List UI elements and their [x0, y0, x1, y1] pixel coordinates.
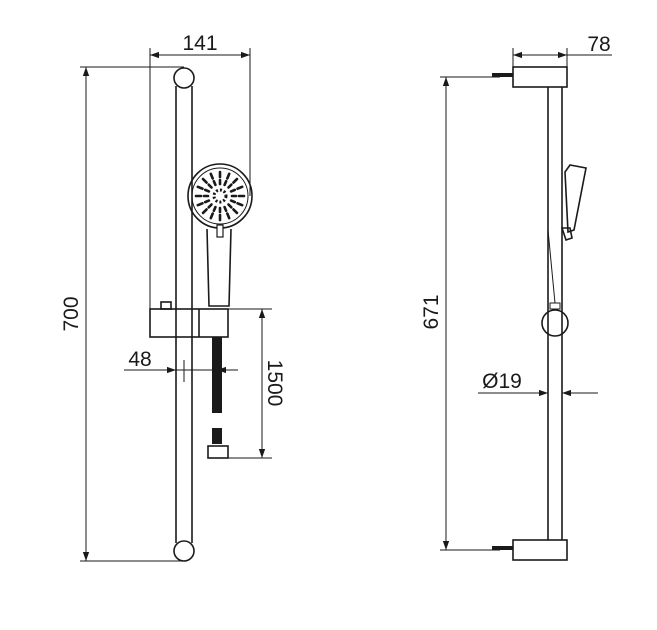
shower-head-side: [547, 164, 587, 304]
nozzle-pattern: [194, 170, 246, 222]
front-view: 700 141 1500 48: [60, 32, 286, 562]
nozzle: [232, 208, 239, 215]
slider-holder: [149, 301, 229, 338]
nozzle: [203, 199, 211, 204]
nozzle: [223, 205, 228, 213]
dimension-141: 141: [182, 32, 217, 55]
nozzle: [212, 179, 217, 187]
rail-front: [173, 67, 195, 562]
nozzle: [201, 177, 208, 184]
dimension-48: 48: [128, 348, 151, 371]
nozzle: [229, 188, 237, 193]
nozzle: [212, 205, 217, 213]
nozzle: [227, 203, 233, 209]
nozzle: [196, 201, 204, 207]
nozzle: [236, 185, 244, 191]
nozzle: [232, 177, 239, 184]
hose: [207, 337, 229, 459]
nozzle: [207, 203, 213, 209]
nozzle: [196, 185, 204, 191]
shower-head-front: [187, 163, 253, 307]
dimension-671: 671: [420, 294, 443, 329]
nozzle: [236, 201, 244, 207]
nozzle: [203, 188, 211, 193]
dimension-700: 700: [60, 296, 83, 331]
rail-side: [492, 66, 569, 561]
nozzle: [207, 183, 213, 189]
nozzle: [201, 208, 208, 215]
nozzle: [223, 179, 228, 187]
nozzle: [209, 212, 215, 220]
dimension-diameter-19: Ø19: [482, 370, 522, 393]
side-view: 78 671 Ø19: [420, 33, 612, 561]
dimension-78: 78: [587, 33, 610, 56]
nozzle: [225, 172, 231, 180]
nozzle: [225, 212, 231, 220]
dimension-1500: 1500: [263, 360, 286, 407]
nozzle: [229, 199, 237, 204]
nozzle: [209, 172, 215, 180]
nozzle: [227, 183, 233, 189]
